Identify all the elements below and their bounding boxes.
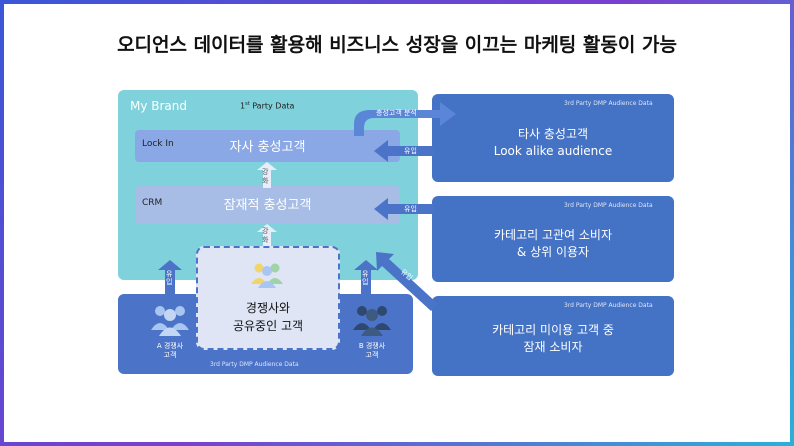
crm-box [135, 186, 400, 224]
competitor-b-icon [353, 306, 391, 336]
shared-customer-box [196, 246, 340, 350]
inflow-left-label: 유입 [166, 270, 173, 286]
shared-customers-icon [251, 263, 283, 288]
inflow-right-label: 유입 [362, 270, 369, 286]
inflow-arrow-1-label: 유입 [404, 147, 417, 155]
strengthen-char-1b: 화 [262, 177, 269, 185]
analysis-arrow [354, 102, 456, 136]
strengthen-arrow-1 [257, 162, 277, 188]
lockin-label: Lock In [142, 139, 174, 149]
crm-title: 잠재적 충성고객 [223, 198, 312, 213]
right-box-1-source: 3rd Party DMP Audience Data [564, 100, 653, 107]
strengthen-text-1: 강 화 [262, 168, 268, 186]
competitor-b-line1: B 경쟁사 [358, 342, 386, 350]
right-box-2 [432, 196, 674, 282]
first-party-num: 1 [240, 101, 246, 111]
slide-title: 오디언스 데이터를 활용해 비즈니스 성장을 이끄는 마케팅 활동이 가능 [117, 34, 677, 56]
inflow-arrow-2-label: 유입 [404, 205, 417, 213]
right-box-2-source: 3rd Party DMP Audience Data [564, 202, 653, 209]
first-party-sup: st [245, 101, 250, 107]
competitor-a-line1: A 경쟁사 [156, 342, 184, 350]
shared-customer-line2: 공유중인 고객 [232, 319, 304, 333]
crm-label: CRM [142, 198, 163, 208]
right-box-3-line1: 카테고리 미이용 고객 중 [492, 323, 614, 337]
right-box-3-line2: 잠재 소비자 [523, 340, 583, 354]
right-box-2-line1: 카테고리 고관여 소비자 [493, 228, 613, 242]
competitor-a-icon [151, 306, 189, 336]
strengthen-char-2b: 화 [262, 236, 269, 244]
competitor-a-line2: 고객 [163, 351, 177, 359]
strengthen-char-1a: 강 [262, 168, 269, 176]
right-box-1-line2: Look alike audience [493, 144, 613, 158]
strengthen-text-2: 강 화 [262, 227, 268, 245]
strengthen-char-2a: 강 [262, 227, 269, 235]
inflow-arrow-1 [374, 140, 434, 162]
inflow-arrow-2 [374, 198, 434, 220]
inflow-arrow-3 [376, 252, 438, 311]
right-box-1 [432, 94, 674, 182]
slide: 오디언스 데이터를 활용해 비즈니스 성장을 이끄는 마케팅 활동이 가능 My… [4, 4, 790, 442]
shared-customer-title: 경쟁사와 공유중인 고객 [196, 299, 340, 335]
first-party-rest: Party Data [249, 101, 295, 111]
right-box-3-text: 카테고리 미이용 고객 중 잠재 소비자 [432, 322, 674, 356]
right-box-2-line2: & 상위 이용자 [516, 245, 590, 259]
right-box-3 [432, 296, 674, 376]
first-party-label: 1st Party Data [240, 101, 294, 111]
competitor-a-label: A 경쟁사 고객 [142, 342, 198, 360]
competitor-b-line2: 고객 [365, 351, 379, 359]
analysis-arrow-label: 충성고객 분석 [376, 109, 417, 117]
right-box-2-text: 카테고리 고관여 소비자 & 상위 이용자 [432, 227, 674, 261]
shared-customer-line1: 경쟁사와 [245, 301, 291, 315]
right-box-3-source: 3rd Party DMP Audience Data [564, 302, 653, 309]
strengthen-arrow-2 [257, 224, 277, 248]
inflow-arrow-left [158, 260, 182, 296]
lockin-title: 자사 충성고객 [229, 140, 306, 155]
right-box-1-text: 타사 충성고객 Look alike audience [432, 126, 674, 160]
inflow-arrow-right [354, 260, 378, 296]
right-box-1-line1: 타사 충성고객 [517, 127, 589, 141]
competitor-b-label: B 경쟁사 고객 [344, 342, 400, 360]
competitor-source: 3rd Party DMP Audience Data [210, 361, 299, 368]
my-brand-label: My Brand [130, 99, 188, 113]
